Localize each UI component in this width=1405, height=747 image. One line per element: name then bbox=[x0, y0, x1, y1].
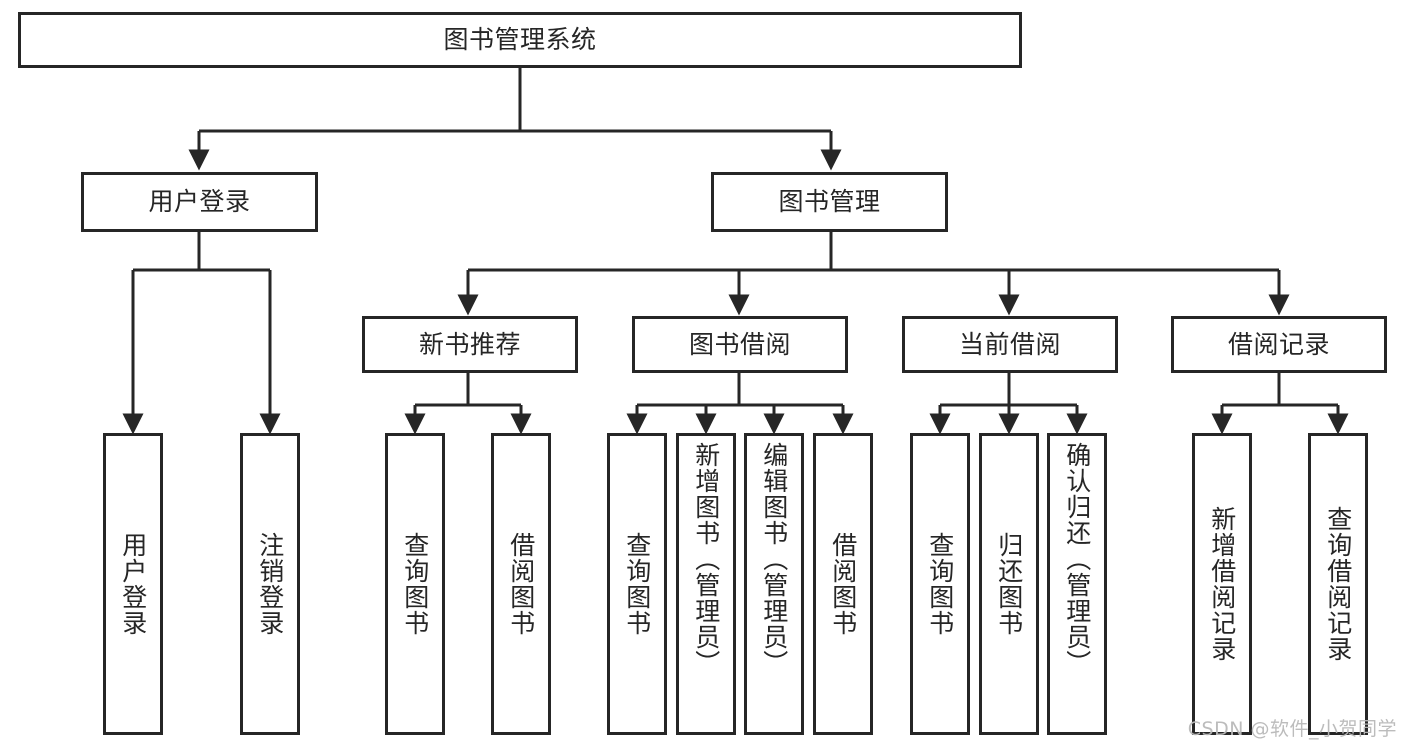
node-borrow-records[interactable]: 借阅记录 bbox=[1171, 316, 1387, 373]
leaf-query-book-recommend[interactable]: 查询图书 bbox=[385, 433, 445, 735]
node-label: 新增图书（管理员） bbox=[691, 442, 721, 676]
node-label: 注销登录 bbox=[255, 532, 285, 636]
node-label: 用户登录 bbox=[118, 532, 148, 636]
node-label: 确认归还（管理员） bbox=[1062, 442, 1092, 676]
node-label: 查询图书 bbox=[400, 532, 430, 636]
node-label: 用户登录 bbox=[148, 187, 251, 216]
csdn-watermark: CSDN @软件_小贺同学 bbox=[1187, 718, 1397, 740]
node-user-login[interactable]: 用户登录 bbox=[81, 172, 318, 232]
node-label: 当前借阅 bbox=[958, 329, 1061, 359]
node-label: 查询借阅记录 bbox=[1323, 506, 1353, 662]
leaf-confirm-return-admin[interactable]: 确认归还（管理员） bbox=[1047, 433, 1107, 735]
leaf-query-borrow-record[interactable]: 查询借阅记录 bbox=[1308, 433, 1368, 735]
node-label: 借阅图书 bbox=[506, 532, 536, 636]
leaf-logout[interactable]: 注销登录 bbox=[240, 433, 300, 735]
node-label: 查询图书 bbox=[925, 532, 955, 636]
leaf-add-borrow-record[interactable]: 新增借阅记录 bbox=[1192, 433, 1252, 735]
leaf-return-book[interactable]: 归还图书 bbox=[979, 433, 1039, 735]
node-label: 编辑图书（管理员） bbox=[759, 442, 789, 676]
node-label: 查询图书 bbox=[622, 532, 652, 636]
leaf-borrow-book-recommend[interactable]: 借阅图书 bbox=[491, 433, 551, 735]
node-label: 借阅图书 bbox=[828, 532, 858, 636]
node-label: 借阅记录 bbox=[1227, 329, 1330, 359]
leaf-user-login[interactable]: 用户登录 bbox=[103, 433, 163, 735]
leaf-borrow-book[interactable]: 借阅图书 bbox=[813, 433, 873, 735]
node-book-management[interactable]: 图书管理 bbox=[711, 172, 948, 232]
node-book-borrow[interactable]: 图书借阅 bbox=[632, 316, 848, 373]
node-label: 归还图书 bbox=[994, 532, 1024, 636]
leaf-edit-book-admin[interactable]: 编辑图书（管理员） bbox=[744, 433, 804, 735]
leaf-query-book-current[interactable]: 查询图书 bbox=[910, 433, 970, 735]
node-label: 新增借阅记录 bbox=[1207, 506, 1237, 662]
leaf-query-book-borrow[interactable]: 查询图书 bbox=[607, 433, 667, 735]
node-label: 新书推荐 bbox=[418, 329, 521, 359]
leaf-add-book-admin[interactable]: 新增图书（管理员） bbox=[676, 433, 736, 735]
node-label: 图书管理系统 bbox=[443, 25, 597, 54]
node-new-book-recommend[interactable]: 新书推荐 bbox=[362, 316, 578, 373]
node-label: 图书借阅 bbox=[688, 329, 791, 359]
node-label: 图书管理 bbox=[778, 187, 881, 216]
node-root-system[interactable]: 图书管理系统 bbox=[18, 12, 1022, 68]
node-current-borrow[interactable]: 当前借阅 bbox=[902, 316, 1118, 373]
